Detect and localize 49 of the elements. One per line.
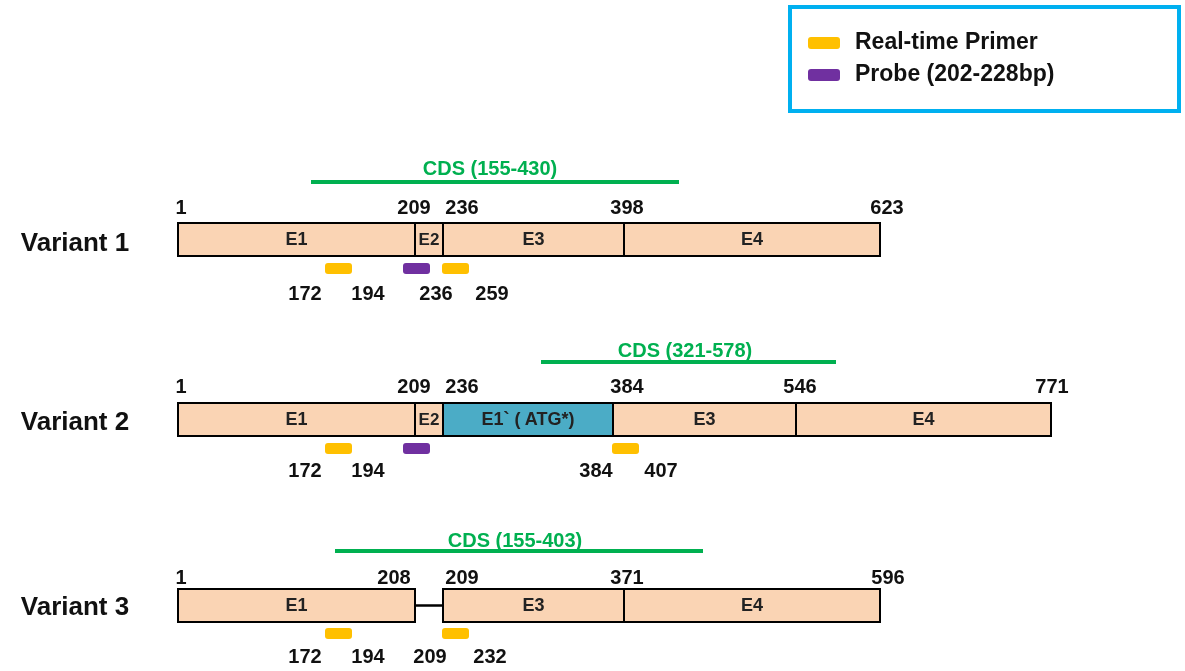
position-number: 209 <box>397 195 431 219</box>
cds-label: CDS (321-578) <box>617 338 753 362</box>
position-number: 1 <box>175 374 187 398</box>
position-number: 172 <box>288 281 322 305</box>
position-number: 384 <box>579 458 613 482</box>
position-number: 172 <box>288 458 322 482</box>
position-number: 172 <box>288 644 322 668</box>
position-number: 398 <box>610 195 644 219</box>
position-number: 546 <box>783 374 817 398</box>
position-number: 232 <box>473 644 507 668</box>
exon-box: E1 <box>177 402 416 437</box>
position-number: 209 <box>397 374 431 398</box>
exon-box: E2 <box>414 402 444 437</box>
position-number: 194 <box>351 644 385 668</box>
position-number: 623 <box>870 195 904 219</box>
cds-label: CDS (155-403) <box>447 528 583 552</box>
position-number: 208 <box>377 565 411 589</box>
utr-exon-box: E1` ( ATG*) <box>442 402 614 437</box>
position-number: 1 <box>175 565 187 589</box>
position-number: 236 <box>445 195 479 219</box>
exon-box: E3 <box>442 588 625 623</box>
position-number: 209 <box>445 565 479 589</box>
exon-box: E1 <box>177 588 416 623</box>
exon-box: E4 <box>623 588 881 623</box>
exon-box: E4 <box>795 402 1052 437</box>
variant-label: Variant 1 <box>20 226 130 258</box>
exon-box: E4 <box>623 222 881 257</box>
position-number: 194 <box>351 281 385 305</box>
exon-box: E3 <box>612 402 797 437</box>
legend-text: Real-time Primer <box>855 28 1038 55</box>
intron-line <box>416 604 442 607</box>
exon-box: E2 <box>414 222 444 257</box>
position-number: 236 <box>445 374 479 398</box>
position-number: 371 <box>610 565 644 589</box>
variant-label: Variant 3 <box>20 590 130 622</box>
position-number: 1 <box>175 195 187 219</box>
exon-box: E3 <box>442 222 625 257</box>
position-number: 236 <box>419 281 453 305</box>
legend-text: Probe (202-228bp) <box>855 60 1055 87</box>
cds-label: CDS (155-430) <box>422 156 558 180</box>
position-number: 209 <box>413 644 447 668</box>
variant-label: Variant 2 <box>20 405 130 437</box>
position-number: 194 <box>351 458 385 482</box>
exon-box: E1 <box>177 222 416 257</box>
position-number: 384 <box>610 374 644 398</box>
position-number: 407 <box>644 458 678 482</box>
position-number: 596 <box>871 565 905 589</box>
position-number: 259 <box>475 281 509 305</box>
position-number: 771 <box>1035 374 1069 398</box>
